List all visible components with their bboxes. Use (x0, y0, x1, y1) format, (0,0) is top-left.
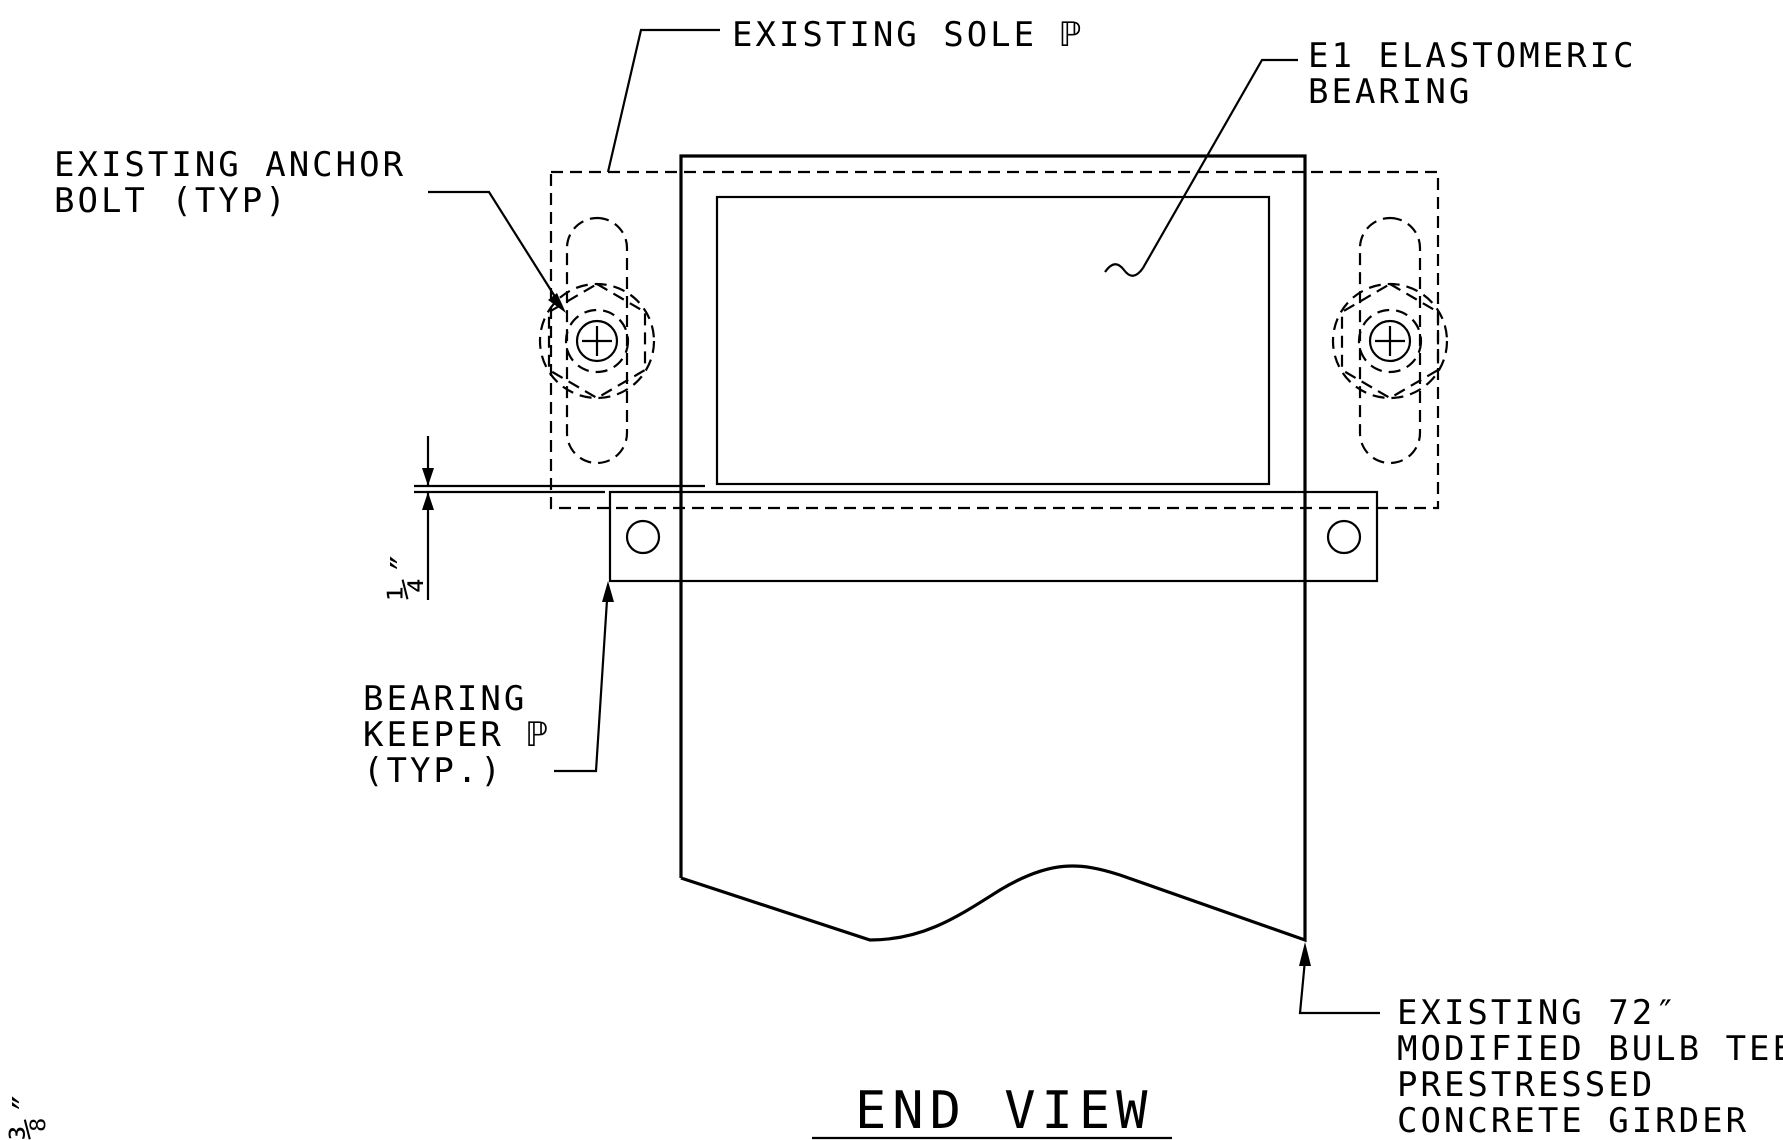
keeper-hole-right (1326, 519, 1362, 555)
anchor-bolt-right (1331, 216, 1449, 465)
anchor-bolt-label-line1: EXISTING ANCHOR (54, 145, 406, 185)
sole-plate-leader (606, 28, 720, 173)
girder-label-line4: CONCRETE GIRDER (1397, 1101, 1749, 1140)
edge-dimension-label: ⅜″ (5, 1088, 49, 1140)
keeper-plate-leader-arrow (602, 581, 614, 602)
bearing-label-line2: BEARING (1308, 72, 1472, 112)
gap-dimension-label: ¼″ (383, 548, 427, 600)
anchor-bolt-leader-arrow (548, 293, 566, 313)
bearing-leader (1142, 58, 1298, 269)
girder-label-line2: MODIFIED BULB TEE (1397, 1029, 1783, 1069)
elastomeric-bearing (715, 195, 1271, 486)
keeper-plate-label-line2: KEEPER ℙ (363, 715, 551, 755)
sole-plate-label: EXISTING SOLE ℙ (732, 15, 1084, 55)
gap-dimension (414, 436, 705, 600)
anchor-bolt-label-line2: BOLT (TYP) (54, 181, 289, 221)
girder-outline (679, 154, 1307, 943)
keeper-plate-label-line1: BEARING (363, 679, 527, 719)
keeper-plate-leader (554, 599, 609, 773)
keeper-plate (608, 490, 1379, 583)
keeper-plate-label-line3: (TYP.) (363, 751, 504, 791)
anchor-bolt-left (538, 216, 656, 465)
girder-label-line3: PRESTRESSED (1397, 1065, 1655, 1105)
girder-leader (1298, 959, 1380, 1015)
girder-label-line1: EXISTING 72″ (1397, 993, 1679, 1033)
bearing-label-line1: E1 ELASTOMERIC (1308, 36, 1637, 76)
view-title: END VIEW (855, 1081, 1153, 1140)
anchor-bolt-leader (428, 190, 560, 304)
bearing-leader-squiggle (1104, 263, 1144, 277)
keeper-hole-left (625, 519, 661, 555)
girder-leader-arrow (1299, 942, 1311, 966)
